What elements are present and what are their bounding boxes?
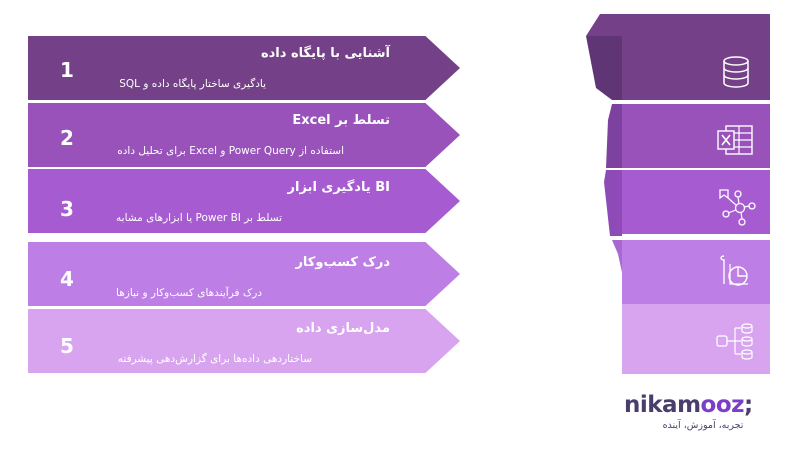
- brand-name-part1: nikam: [624, 392, 701, 418]
- step-1-title: آشنایی با پایگاه داده: [260, 46, 390, 61]
- step-1-description: یادگیری ساختار پایگاه داده و SQL: [119, 78, 266, 90]
- step-2-arrow: [28, 103, 460, 167]
- icon-panel-5: [622, 304, 770, 374]
- step-4-arrow: [28, 242, 460, 306]
- brand-name-part2: ooz: [700, 392, 745, 418]
- step-5-number: 5: [60, 334, 74, 358]
- brand-tagline: تجربه، آموزش، آینده: [662, 420, 744, 431]
- step-4-number: 4: [60, 267, 74, 291]
- step-3-arrow: [28, 169, 460, 233]
- step-3-description: تسلط بر Power BI یا ابزارهای مشابه: [116, 212, 282, 224]
- icon-panel-2: [622, 104, 770, 168]
- brand-logo: nikamooz;: [624, 392, 753, 418]
- step-5-description: ساختاردهی داده‌ها برای گزارش‌دهی پیشرفته: [117, 353, 312, 365]
- brand-name-part3: ;: [744, 392, 753, 418]
- step-3-title: BI یادگیری ابزار: [287, 180, 390, 195]
- step-4-title: درک کسب‌وکار: [295, 255, 390, 270]
- excel-icon: [717, 125, 753, 155]
- step-5-title: مدل‌سازی داده: [296, 321, 390, 336]
- step-3-number: 3: [60, 197, 74, 221]
- step-2-description: استفاده از Power Query و Excel برای تحلی…: [117, 145, 344, 157]
- step-4-description: درک فرآیندهای کسب‌وکار و نیازها: [116, 287, 262, 299]
- database-icon: [723, 56, 749, 88]
- step-1-number: 1: [60, 58, 74, 82]
- step-1-arrow: [28, 36, 460, 100]
- step-2-title: تسلط بر Excel: [292, 113, 390, 128]
- step-5-arrow: [28, 309, 460, 373]
- business-analytics-icon: [720, 255, 748, 286]
- step-2-number: 2: [60, 126, 74, 150]
- bi-network-icon: [719, 189, 756, 226]
- icon-panel-1: [622, 36, 770, 100]
- data-model-icon: [716, 323, 753, 360]
